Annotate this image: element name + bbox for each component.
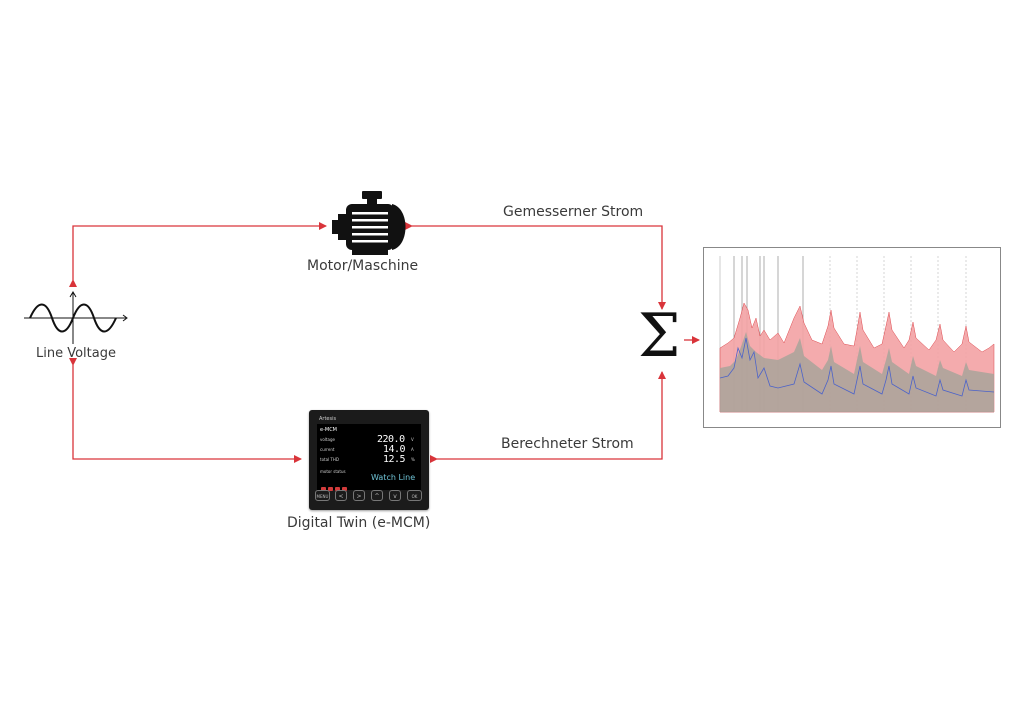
- current-spectrum-thumbnail: [703, 247, 1001, 428]
- device-ok-button[interactable]: OK: [407, 490, 422, 501]
- measured-current-label: Gemesserner Strom: [503, 204, 644, 220]
- device-row-unit: V: [411, 437, 414, 442]
- summation-icon: Σ: [638, 301, 681, 371]
- device-row-value: 12.5: [383, 454, 406, 465]
- device-row-value: 14.0: [383, 444, 406, 455]
- device-row-label: current: [320, 447, 335, 452]
- device-menu-button[interactable]: MENU: [315, 490, 330, 501]
- device-row-value: 220.0: [377, 434, 405, 445]
- digital-twin-device: Artesis e-MCM voltage 220.0 V current 14…: [309, 410, 429, 510]
- arrow-motor-to-sum: [405, 222, 666, 310]
- arrow-voltage-to-motor: [69, 222, 327, 287]
- device-status: Watch Line: [371, 473, 416, 482]
- arrow-twin-to-sum: [430, 371, 666, 463]
- sine-wave-icon: [24, 291, 128, 344]
- arrow-voltage-to-twin: [69, 358, 302, 463]
- device-screen: e-MCM voltage 220.0 V current 14.0 A tot…: [317, 424, 421, 491]
- device-row-label: total THD: [320, 457, 339, 462]
- device-row-label: motor status: [320, 469, 346, 474]
- motor-icon: [332, 191, 406, 255]
- motor-label: Motor/Maschine: [307, 258, 419, 274]
- device-row-unit: %: [411, 457, 415, 462]
- device-indicator: [335, 487, 340, 491]
- device-row-unit: A: [411, 447, 414, 452]
- device-indicator: [328, 487, 333, 491]
- calculated-current-label: Berechneter Strom: [501, 436, 634, 452]
- device-brand: Artesis: [319, 416, 337, 422]
- device-indicator: [342, 487, 347, 491]
- digital-twin-label: Digital Twin (e-MCM): [287, 515, 431, 531]
- device-model: e-MCM: [320, 427, 337, 433]
- device-down-button[interactable]: v: [389, 490, 401, 501]
- spectrum-plot: [704, 248, 1000, 427]
- device-indicator: [321, 487, 326, 491]
- device-up-button[interactable]: ^: [371, 490, 383, 501]
- line-voltage-label: Line Voltage: [36, 346, 116, 361]
- device-row-label: voltage: [320, 437, 335, 442]
- device-right-button[interactable]: >: [353, 490, 365, 501]
- device-left-button[interactable]: <: [335, 490, 347, 501]
